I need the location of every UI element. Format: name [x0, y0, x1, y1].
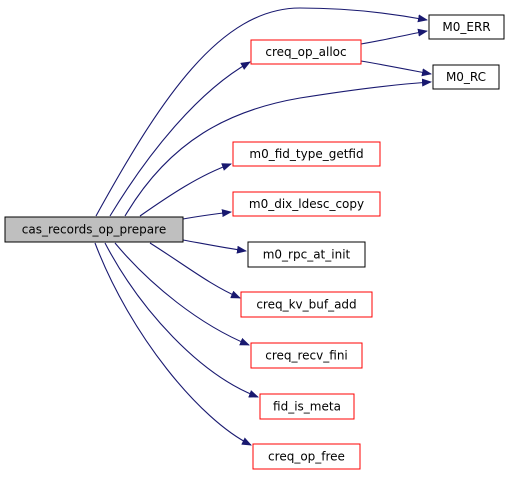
edge-root-to-m0-rc: [124, 78, 432, 217]
node-creq-op-free[interactable]: creq_op_free: [252, 443, 361, 470]
node-label: cas_records_op_prepare: [22, 223, 166, 237]
node-creq-op-alloc[interactable]: creq_op_alloc: [250, 39, 362, 65]
edge-root-to-m0-dix-ldesc-copy: [182, 209, 232, 220]
edge-root-to-creq-kv-buf-add: [149, 242, 241, 299]
node-cas-records-op-prepare[interactable]: cas_records_op_prepare: [4, 216, 184, 243]
edge-root-to-creq-recv-fini: [114, 242, 250, 346]
node-m0-err[interactable]: M0_ERR: [428, 14, 505, 40]
node-label: fid_is_meta: [273, 400, 341, 414]
node-label: creq_op_free: [268, 450, 345, 464]
edge-root-to-m0-err: [95, 7, 428, 217]
node-m0-rc[interactable]: M0_RC: [432, 64, 500, 90]
edge-root-to-fid-is-meta: [104, 242, 259, 398]
node-label: creq_recv_fini: [265, 349, 348, 363]
node-creq-recv-fini[interactable]: creq_recv_fini: [250, 342, 363, 369]
node-fid-is-meta[interactable]: fid_is_meta: [259, 393, 355, 420]
edge-creq-op-alloc-to-m0-rc: [360, 60, 432, 77]
node-creq-kv-buf-add[interactable]: creq_kv_buf_add: [240, 291, 373, 318]
node-label: M0_RC: [446, 70, 486, 84]
node-label: m0_rpc_at_init: [263, 248, 351, 262]
node-label: m0_fid_type_getfid: [249, 147, 363, 161]
edge-creq-op-alloc-to-m0-err: [360, 28, 428, 45]
edge-root-to-m0-fid-type-getfid: [139, 163, 232, 217]
edge-root-to-creq-op-free: [94, 242, 252, 446]
edge-root-to-creq-op-alloc: [109, 61, 251, 217]
edges: [94, 7, 432, 446]
node-label: m0_dix_ldesc_copy: [249, 197, 364, 211]
node-label: creq_op_alloc: [265, 45, 346, 59]
node-m0-rpc-at-init[interactable]: m0_rpc_at_init: [247, 241, 366, 268]
node-m0-fid-type-getfid[interactable]: m0_fid_type_getfid: [232, 141, 381, 167]
edge-root-to-m0-rpc-at-init: [182, 239, 247, 254]
node-label: creq_kv_buf_add: [256, 298, 356, 312]
node-m0-dix-ldesc-copy[interactable]: m0_dix_ldesc_copy: [232, 191, 381, 217]
node-label: M0_ERR: [442, 20, 490, 34]
